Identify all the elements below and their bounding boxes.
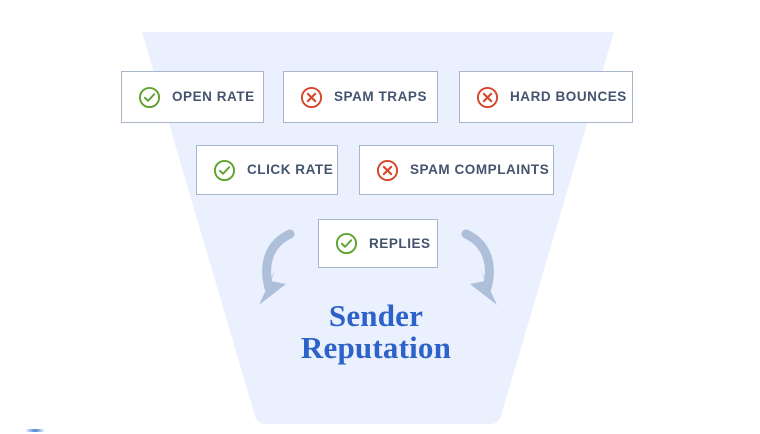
- check-circle-icon: [335, 232, 358, 255]
- check-circle-icon: [138, 86, 161, 108]
- metric-label: REPLIES: [369, 235, 431, 251]
- title-line-2: Reputation: [300, 330, 452, 365]
- title-line-1: Sender: [328, 298, 424, 333]
- metric-label: OPEN RATE: [172, 89, 255, 105]
- bottom-left-artifact: [25, 429, 45, 432]
- metric-box-spam-traps[interactable]: SPAM TRAPS: [283, 71, 438, 123]
- metric-label: SPAM COMPLAINTS: [410, 162, 550, 178]
- metric-label: CLICK RATE: [247, 162, 334, 178]
- x-circle-icon: [300, 86, 323, 108]
- metric-box-hard-bounces[interactable]: HARD BOUNCES: [459, 71, 633, 123]
- metric-label: HARD BOUNCES: [510, 89, 627, 105]
- x-circle-icon: [376, 159, 399, 181]
- check-circle-icon: [213, 159, 236, 181]
- metric-label: SPAM TRAPS: [334, 89, 428, 105]
- x-circle-icon: [476, 86, 499, 108]
- metric-box-click-rate[interactable]: CLICK RATE: [196, 145, 338, 195]
- metric-box-replies[interactable]: REPLIES: [318, 219, 438, 268]
- metric-box-open-rate[interactable]: OPEN RATE: [121, 71, 264, 123]
- sender-reputation-title: Sender Reputation: [236, 300, 516, 364]
- metric-box-spam-complaints[interactable]: SPAM COMPLAINTS: [359, 145, 554, 195]
